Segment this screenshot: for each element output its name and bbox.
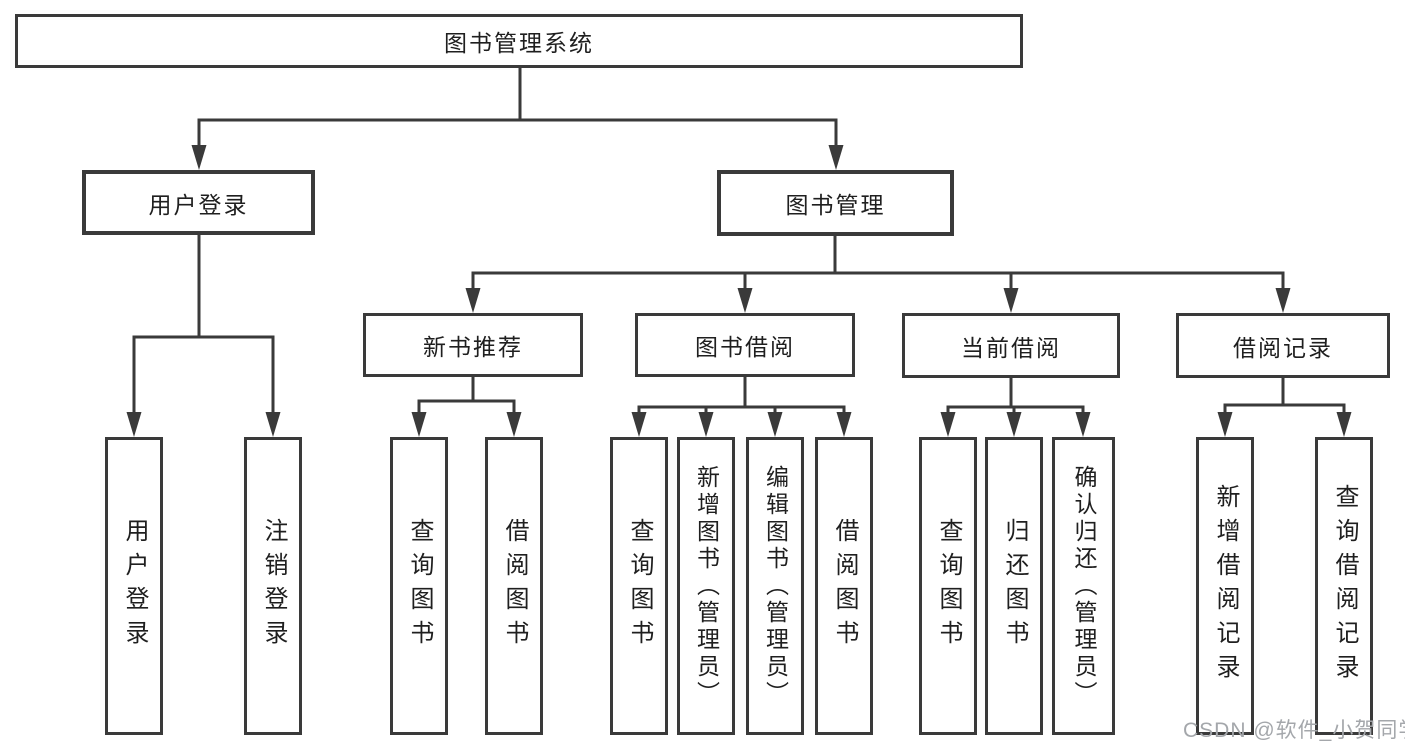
leaf-label: 编辑图书（管理员） [762, 464, 789, 708]
leaf-return-books: 归还图书 [985, 437, 1043, 735]
leaf-label: 用户登录 [121, 518, 148, 654]
leaf-add-books-admin: 新增图书（管理员） [677, 437, 735, 735]
node-user-login: 用户登录 [82, 170, 315, 235]
node-current-borrowing: 当前借阅 [902, 313, 1120, 378]
node-root-label: 图书管理系统 [444, 30, 594, 56]
node-borrowing-records: 借阅记录 [1176, 313, 1390, 378]
leaf-label: 查询图书 [935, 518, 962, 654]
node-new-book-recommend: 新书推荐 [363, 313, 583, 377]
leaf-label: 借阅图书 [501, 518, 528, 654]
node-book-borrowing: 图书借阅 [635, 313, 855, 377]
node-book-borrowing-label: 图书借阅 [695, 334, 795, 360]
node-new-book-recommend-label: 新书推荐 [423, 334, 523, 360]
leaf-label: 归还图书 [1001, 518, 1028, 654]
leaf-label: 查询图书 [626, 518, 653, 654]
leaf-label: 查询图书 [406, 518, 433, 654]
leaf-query-borrow-record: 查询借阅记录 [1315, 437, 1373, 735]
leaf-label: 借阅图书 [831, 518, 858, 654]
leaf-borrow-books-recommend: 借阅图书 [485, 437, 543, 735]
leaf-label: 新增借阅记录 [1212, 484, 1239, 688]
leaf-edit-books-admin: 编辑图书（管理员） [746, 437, 804, 735]
leaf-query-books-current: 查询图书 [919, 437, 977, 735]
node-user-login-label: 用户登录 [148, 191, 249, 218]
leaf-add-borrow-record: 新增借阅记录 [1196, 437, 1254, 735]
node-book-management: 图书管理 [717, 170, 954, 236]
csdn-watermark: CSDN @软件_小贺同学 [1183, 719, 1405, 742]
connector-lines [132, 67, 1346, 414]
node-book-management-label: 图书管理 [785, 192, 886, 218]
node-borrowing-records-label: 借阅记录 [1233, 334, 1333, 361]
leaf-label: 注销登录 [260, 518, 287, 654]
arrowheads [126, 145, 1352, 437]
node-current-borrowing-label: 当前借阅 [961, 334, 1061, 361]
leaf-query-books-recommend: 查询图书 [390, 437, 448, 735]
leaf-logout: 注销登录 [244, 437, 302, 735]
leaf-label: 新增图书（管理员） [693, 464, 720, 708]
leaf-label: 确认归还（管理员） [1071, 464, 1097, 708]
leaf-confirm-return-admin: 确认归还（管理员） [1052, 437, 1115, 735]
leaf-label: 查询借阅记录 [1331, 484, 1358, 688]
leaf-borrow-books: 借阅图书 [815, 437, 873, 735]
node-root-library-system: 图书管理系统 [15, 14, 1023, 68]
leaf-query-books-borrowing: 查询图书 [610, 437, 668, 735]
leaf-user-login: 用户登录 [105, 437, 163, 735]
